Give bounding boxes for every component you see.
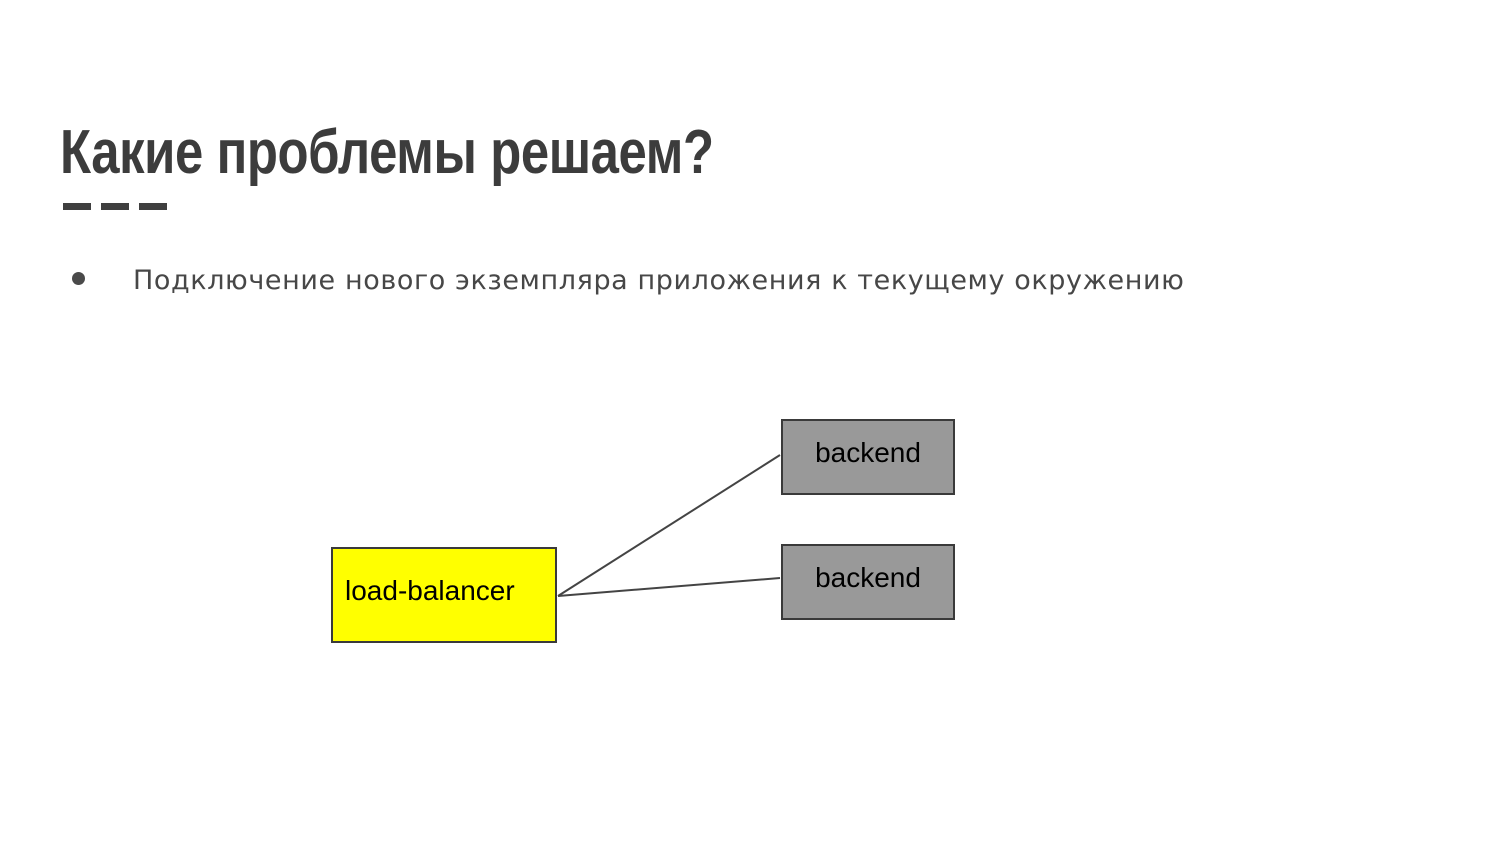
divider-dash <box>139 203 167 210</box>
title-divider <box>63 203 167 210</box>
list-item: Подключение нового экземпляра приложения… <box>68 258 1298 351</box>
bullet-dot-icon <box>72 272 85 285</box>
diagram-node-backend-2[interactable]: backend <box>781 544 955 620</box>
edge-load-balancer-backend-2 <box>557 577 781 597</box>
diagram-node-label: load-balancer <box>345 575 515 606</box>
divider-dash <box>101 203 129 210</box>
bullet-item-label: Подключение нового экземпляра приложения… <box>133 265 1185 296</box>
diagram-node-backend-1[interactable]: backend <box>781 419 955 495</box>
divider-dash <box>63 203 91 210</box>
diagram-node-load-balancer[interactable]: load-balancer <box>331 547 557 643</box>
diagram-node-label: backend <box>815 437 921 468</box>
bullet-list: Подключение нового экземпляра приложения… <box>68 258 1298 351</box>
page-title: Какие проблемы решаем? <box>60 117 714 187</box>
diagram-node-label: backend <box>815 562 921 593</box>
edge-load-balancer-backend-1 <box>557 454 781 597</box>
